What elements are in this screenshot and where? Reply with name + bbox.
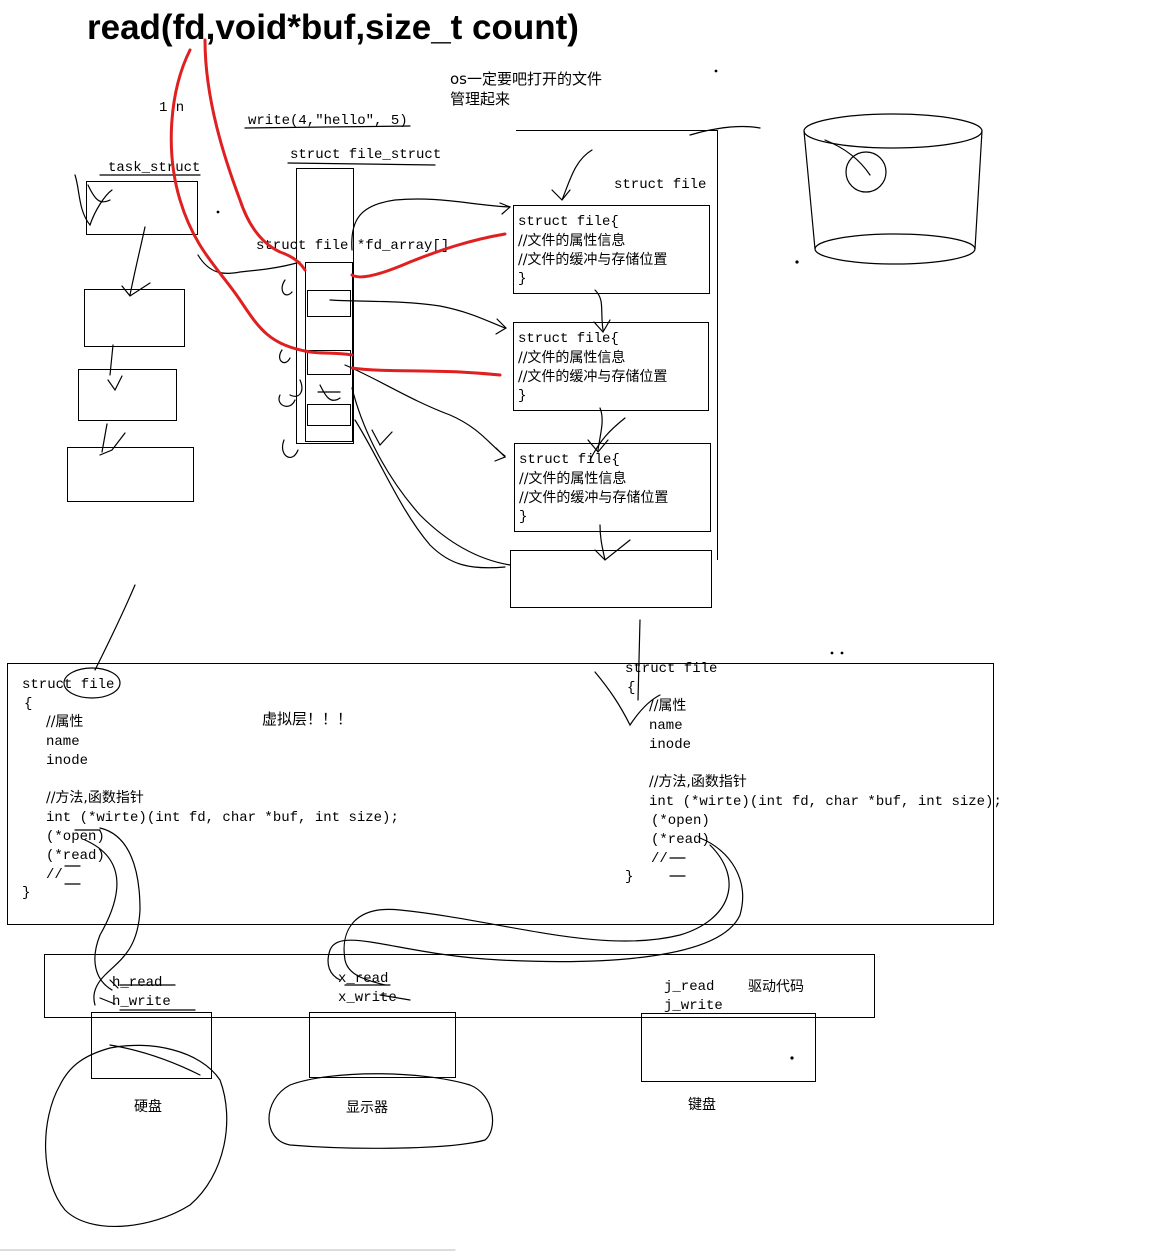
driver-code-label: 驱动代码 bbox=[748, 979, 804, 995]
red-link-1 bbox=[350, 232, 507, 279]
struct-file-line: } bbox=[518, 271, 527, 287]
disk-device-box bbox=[91, 1012, 212, 1079]
right-code-write: int (*wirte)(int fd, char *buf, int size… bbox=[649, 794, 1002, 810]
struct-file-line: //文件的缓冲与存储位置 bbox=[519, 490, 669, 506]
struct-file-line: struct file{ bbox=[518, 214, 619, 230]
red-fd-arrow-2 bbox=[203, 38, 307, 272]
struct-file-box: struct file{ //文件的属性信息 //文件的缓冲与存储位置 } bbox=[513, 205, 710, 294]
right-code-field: inode bbox=[649, 737, 692, 753]
struct-file-line: //文件的属性信息 bbox=[518, 350, 626, 366]
left-code-comment: // bbox=[46, 867, 63, 883]
display-blob bbox=[268, 1073, 494, 1149]
struct-file-box: struct file{ //文件的属性信息 //文件的缓冲与存储位置 } bbox=[513, 322, 709, 411]
display-label: 显示器 bbox=[346, 1100, 388, 1116]
keyboard-label: 键盘 bbox=[688, 1097, 716, 1113]
driver-j-write: j_write bbox=[664, 998, 723, 1014]
left-code-field: inode bbox=[46, 753, 89, 769]
driver-layer-box bbox=[44, 954, 875, 1018]
right-code-method: //方法,函数指针 bbox=[649, 774, 747, 790]
right-code-open: (*open) bbox=[651, 813, 710, 829]
red-fd-arrow-1 bbox=[169, 48, 354, 357]
right-code-read: (*read) bbox=[651, 832, 710, 848]
struct-file-line: //文件的缓冲与存储位置 bbox=[518, 369, 668, 385]
diagram-title: read(fd,void*buf,size_t count) bbox=[87, 8, 579, 47]
struct-file-line: //文件的属性信息 bbox=[518, 233, 626, 249]
right-code-brace: } bbox=[625, 869, 634, 885]
left-code-field: name bbox=[46, 734, 80, 750]
file-struct-underline bbox=[287, 162, 436, 166]
right-code-name: struct file bbox=[625, 661, 718, 677]
file-struct-label: struct file_struct bbox=[290, 147, 442, 163]
fd-slot bbox=[307, 404, 351, 426]
fd-slot bbox=[307, 350, 351, 375]
fd-slot bbox=[307, 290, 351, 317]
task-list-node-3 bbox=[67, 447, 194, 502]
left-code-brace: } bbox=[22, 885, 31, 901]
red-link-2 bbox=[350, 366, 502, 377]
left-code-name: struct file bbox=[22, 677, 115, 693]
driver-h-write: h_write bbox=[112, 994, 171, 1010]
task-struct-label: task_struct bbox=[108, 160, 201, 176]
driver-h-read: h_read bbox=[112, 975, 163, 991]
disk-blob bbox=[45, 1044, 228, 1227]
os-note-line-2: 管理起来 bbox=[450, 90, 511, 108]
struct-file-heading: struct file bbox=[614, 177, 707, 193]
disk-bucket-icon bbox=[803, 113, 983, 265]
left-code-open: (*open) bbox=[46, 829, 105, 845]
os-note-line-1: os一定要吧打开的文件 bbox=[450, 70, 602, 88]
display-device-box bbox=[309, 1012, 456, 1078]
file-struct-box bbox=[296, 168, 354, 444]
struct-file-box-empty bbox=[510, 550, 712, 608]
disk-label: 硬盘 bbox=[134, 1099, 162, 1115]
task-struct-box bbox=[86, 181, 198, 235]
struct-file-box: struct file{ //文件的属性信息 //文件的缓冲与存储位置 } bbox=[514, 443, 711, 532]
fd-array-label: struct file *fd_array[] bbox=[256, 238, 450, 254]
struct-file-line: struct file{ bbox=[518, 331, 619, 347]
one-to-n-label: 1 n bbox=[159, 100, 185, 116]
struct-file-line: } bbox=[519, 509, 528, 525]
virtual-layer-label: 虚拟层！！！ bbox=[262, 710, 353, 728]
write-call-label: write(4,"hello", 5) bbox=[248, 113, 408, 129]
right-code-comment: // bbox=[651, 851, 668, 867]
keyboard-device-box bbox=[641, 1013, 816, 1082]
right-code-field: name bbox=[649, 718, 683, 734]
left-code-method: //方法,函数指针 bbox=[46, 790, 144, 806]
virtual-layer-box bbox=[7, 663, 994, 925]
left-code-brace: { bbox=[24, 696, 33, 712]
open-file-list-frame bbox=[516, 130, 718, 560]
struct-file-line: } bbox=[518, 388, 527, 404]
right-code-attr: //属性 bbox=[649, 698, 687, 714]
driver-x-write: x_write bbox=[338, 990, 397, 1006]
struct-file-line: //文件的缓冲与存储位置 bbox=[518, 252, 668, 268]
left-code-write: int (*wirte)(int fd, char *buf, int size… bbox=[46, 810, 399, 826]
left-code-read: (*read) bbox=[46, 848, 105, 864]
struct-file-line: //文件的属性信息 bbox=[519, 471, 627, 487]
write-underline bbox=[244, 125, 411, 129]
right-code-brace: { bbox=[627, 680, 636, 696]
task-list-node-2 bbox=[78, 369, 177, 421]
driver-j-read: j_read bbox=[664, 979, 715, 995]
task-list-node-1 bbox=[84, 289, 185, 347]
struct-file-line: struct file{ bbox=[519, 452, 620, 468]
left-code-attr: //属性 bbox=[46, 714, 84, 730]
